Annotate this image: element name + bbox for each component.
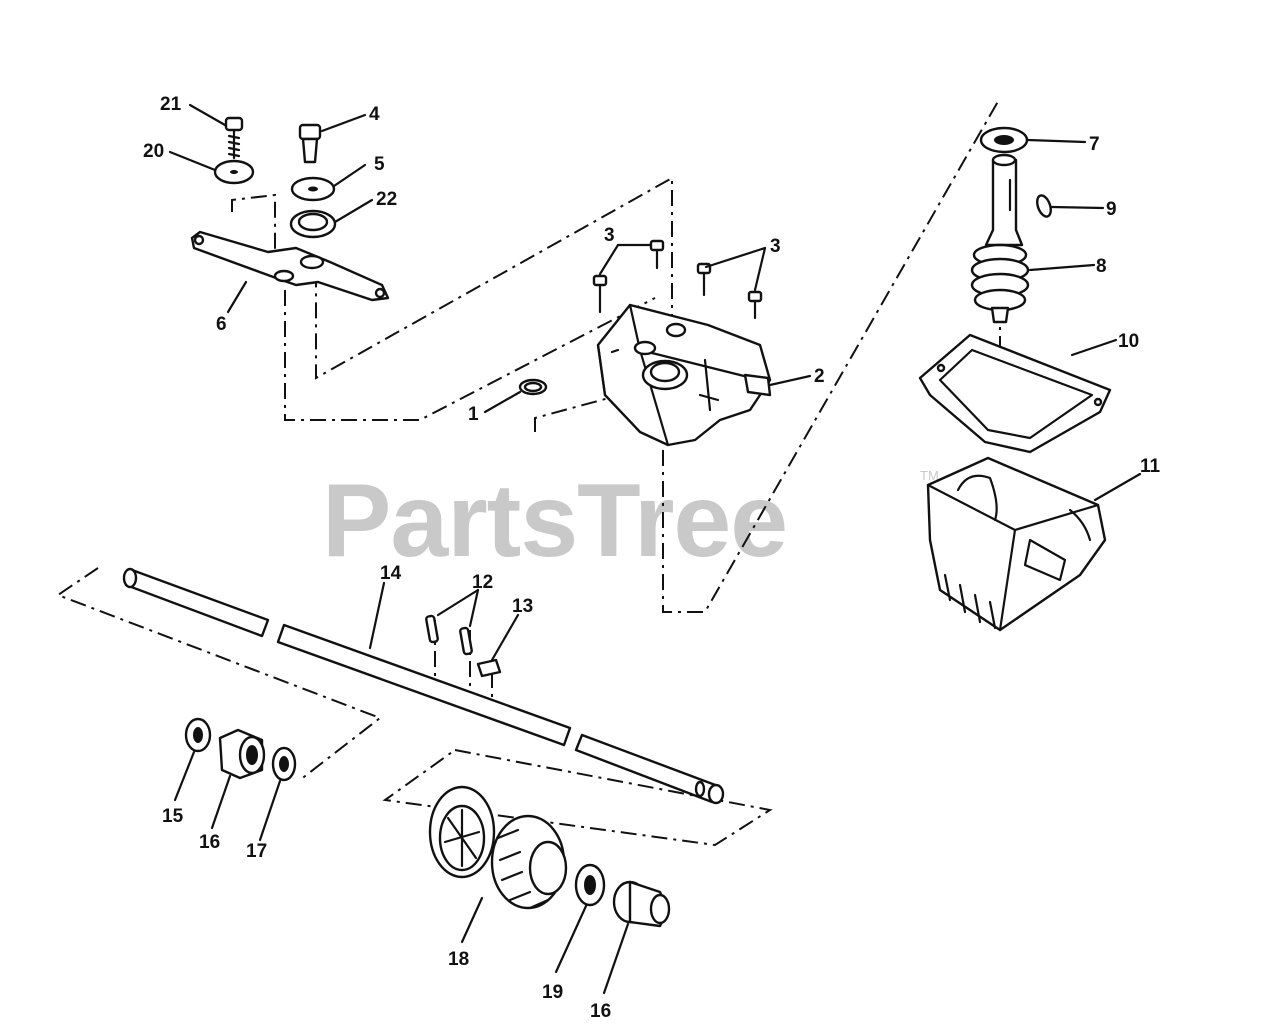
washer-20 [213,159,255,185]
bearing-22 [289,209,337,239]
callout-19: 19 [542,982,563,1003]
key-9 [1036,194,1052,218]
washer-5 [290,176,336,202]
callout-21: 21 [160,94,182,115]
shaft-14 [122,567,725,805]
worm-shaft-8 [970,153,1030,324]
screw-21 [224,116,244,160]
watermark-trademark: TM [920,468,939,483]
callout-20: 20 [143,141,164,162]
ring-1 [518,378,548,396]
washer-19 [574,863,606,907]
watermark-text: PartsTree [322,463,787,579]
callout-13: 13 [512,596,533,617]
callout-8: 8 [1096,256,1107,277]
callout-9: 9 [1106,199,1117,220]
washer-7 [979,126,1029,154]
housing-cover-2 [596,303,772,447]
callout-16-left: 16 [199,832,220,853]
callout-18: 18 [448,949,469,970]
callout-14: 14 [380,563,402,584]
callout-12: 12 [472,572,493,593]
callout-5: 5 [374,154,385,175]
callout-7: 7 [1089,134,1100,155]
callout-16-right: 16 [590,1001,611,1022]
callout-17: 17 [246,841,267,862]
key-13 [476,658,502,678]
screws-3 [592,239,763,320]
pins-12 [425,614,473,656]
bearing-16-left [218,728,266,780]
callout-11: 11 [1140,456,1161,477]
gear-set-18 [428,785,568,910]
callout-numbers: 21 20 4 5 22 6 3 3 2 1 7 9 8 10 11 14 12… [143,94,1161,1022]
bearing-16-right [612,880,671,928]
callout-22: 22 [376,189,397,210]
lever-arm-6 [190,230,390,302]
callout-1: 1 [468,404,479,425]
washer-15 [184,717,212,753]
washer-17 [271,746,297,782]
housing-11 [926,456,1107,632]
callout-15: 15 [162,806,184,827]
callout-4: 4 [369,104,380,125]
leader-lines [168,103,1142,995]
callout-2: 2 [814,366,825,387]
callout-3-right: 3 [770,236,781,257]
callout-10: 10 [1118,331,1139,352]
callout-3-left: 3 [604,225,615,246]
callout-6: 6 [216,314,227,335]
gasket-10 [918,333,1112,454]
bolt-4 [298,123,322,164]
